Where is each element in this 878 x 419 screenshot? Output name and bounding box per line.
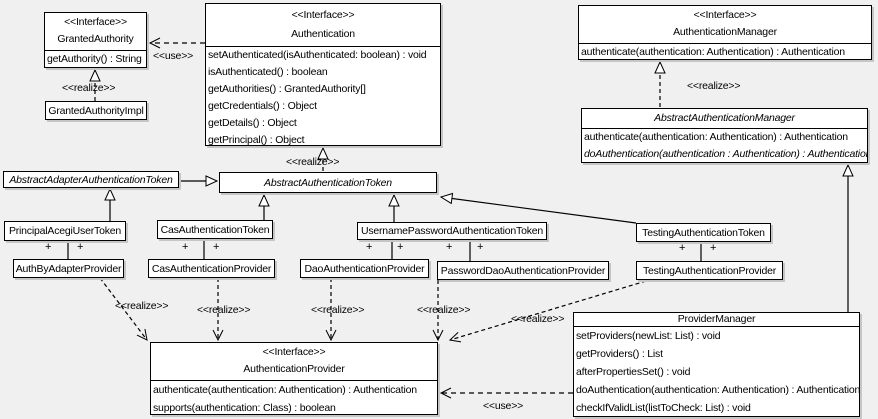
multiplicity-plus: + <box>213 241 220 253</box>
class-name: AuthenticationProvider <box>243 363 345 375</box>
use-label: <<use>> <box>483 400 524 412</box>
generalization-testingauthenticationtoken <box>439 192 637 224</box>
class-granted-authority-impl[interactable]: GrantedAuthorityImpl <box>45 101 147 120</box>
method: setProviders(newList: List) : void <box>576 330 721 342</box>
class-name: CasAuthenticationToken <box>160 223 270 236</box>
class-abstract-authentication-token[interactable]: AbstractAuthenticationToken <box>219 172 437 193</box>
realize-label: <<realize>> <box>511 313 565 325</box>
class-granted-authority[interactable]: <<Interface>> GrantedAuthority getAuthor… <box>44 12 147 68</box>
class-authentication-provider[interactable]: <<Interface>> AuthenticationProvider aut… <box>150 342 438 415</box>
method: setAuthenticated(isAuthenticated: boolea… <box>208 49 427 61</box>
class-name: AuthByAdapterProvider <box>15 262 122 275</box>
class-testing-authentication-token[interactable]: TestingAuthenticationToken <box>636 223 771 242</box>
realize-label: <<realize>> <box>115 300 169 312</box>
method: afterPropertiesSet() : void <box>576 366 691 378</box>
class-abstract-adapter-authentication-token[interactable]: AbstractAdapterAuthenticationToken <box>3 171 179 188</box>
realize-edge-authbyadapterprovider <box>99 277 148 341</box>
class-name: UsernamePasswordAuthenticationToken <box>360 225 544 237</box>
multiplicity-plus: + <box>710 242 717 254</box>
method: authenticate(authentication: Authenticat… <box>584 131 848 143</box>
realize-label: <<realize>> <box>687 80 741 92</box>
method: getCredentials() : Object <box>208 100 317 112</box>
method: getProviders() : List <box>576 348 663 360</box>
class-header: <<Interface>> AuthenticationManager <box>579 6 871 44</box>
method: isAuthenticated() : boolean <box>208 66 328 78</box>
stereotype: <<Interface>> <box>291 9 355 21</box>
stereotype: <<Interface>> <box>693 9 757 21</box>
class-testing-authentication-provider[interactable]: TestingAuthenticationProvider <box>636 261 783 280</box>
class-username-password-authentication-token[interactable]: UsernamePasswordAuthenticationToken <box>357 222 547 240</box>
class-header: <<Interface>> AuthenticationProvider <box>151 343 437 381</box>
class-name: PasswordDaoAuthenticationProvider <box>440 264 606 277</box>
multiplicity-plus: + <box>477 241 484 253</box>
method: supports(authentication: Class) : boolea… <box>153 402 336 414</box>
class-name: ProviderManager <box>677 313 756 325</box>
method: checkIfValidList(listToCheck: List) : vo… <box>576 402 751 414</box>
class-header: <<Interface>> GrantedAuthority <box>45 13 146 51</box>
class-abstract-authentication-manager[interactable]: AbstractAuthenticationManager authentica… <box>581 108 868 163</box>
class-name: GrantedAuthority <box>57 33 134 45</box>
class-cas-authentication-token[interactable]: CasAuthenticationToken <box>157 220 273 239</box>
method: getPrincipal() : Object <box>208 134 305 146</box>
class-dao-authentication-provider[interactable]: DaoAuthenticationProvider <box>300 259 429 278</box>
multiplicity-plus: + <box>182 241 189 253</box>
class-header: AbstractAuthenticationManager <box>582 109 867 129</box>
class-name: DaoAuthenticationProvider <box>304 262 425 275</box>
class-password-dao-authentication-provider[interactable]: PasswordDaoAuthenticationProvider <box>437 261 609 280</box>
multiplicity-plus: + <box>446 241 453 253</box>
realize-label: <<realize>> <box>286 156 340 168</box>
class-name: GrantedAuthorityImpl <box>48 104 144 117</box>
class-name: Authentication <box>291 28 355 40</box>
method: getDetails() : Object <box>208 117 297 129</box>
stereotype: <<Interface>> <box>262 346 326 358</box>
class-cas-authentication-provider[interactable]: CasAuthenticationProvider <box>148 259 275 278</box>
method: doAuthentication(authentication: Authent… <box>576 384 859 396</box>
stereotype: <<Interface>> <box>64 16 127 28</box>
multiplicity-plus: + <box>397 241 404 253</box>
realize-label: <<realize>> <box>417 304 471 316</box>
multiplicity-plus: + <box>366 241 373 253</box>
class-name: AbstractAuthenticationToken <box>264 176 392 189</box>
class-name: TestingAuthenticationToken <box>642 226 765 239</box>
method: getAuthorities() : GrantedAuthority[] <box>208 83 366 95</box>
use-label: <<use>> <box>153 50 194 62</box>
class-header: ProviderManager <box>574 313 859 327</box>
class-principal-acegi-user-token[interactable]: PrincipalAcegiUserToken <box>4 221 126 241</box>
class-name: AbstractAdapterAuthenticationToken <box>9 173 173 186</box>
class-authentication[interactable]: <<Interface>> Authentication setAuthenti… <box>205 3 441 146</box>
class-header: <<Interface>> Authentication <box>206 4 440 47</box>
class-provider-manager[interactable]: ProviderManager setProviders(newList: Li… <box>573 312 860 417</box>
class-name: PrincipalAcegiUserToken <box>8 225 122 237</box>
realize-label: <<realize>> <box>197 304 251 316</box>
class-name: AuthenticationManager <box>673 26 777 38</box>
method: doAuthentication(authentication : Authen… <box>584 148 867 160</box>
multiplicity-plus: + <box>45 241 52 253</box>
method: authenticate(authentication: Authenticat… <box>581 46 845 58</box>
multiplicity-plus: + <box>77 241 84 253</box>
realize-label: <<realize>> <box>62 82 116 94</box>
class-auth-by-adapter-provider[interactable]: AuthByAdapterProvider <box>13 259 124 278</box>
realize-edge-testingauthenticationprovider <box>448 280 647 343</box>
realize-label: <<realize>> <box>311 304 365 316</box>
class-name: AbstractAuthenticationManager <box>654 112 795 124</box>
class-authentication-manager[interactable]: <<Interface>> AuthenticationManager auth… <box>578 5 872 60</box>
method: authenticate(authentication: Authenticat… <box>153 384 417 396</box>
method: getAuthority() : String <box>47 53 142 65</box>
class-name: CasAuthenticationProvider <box>151 262 272 275</box>
multiplicity-plus: + <box>679 242 686 254</box>
class-name: TestingAuthenticationProvider <box>642 264 777 277</box>
